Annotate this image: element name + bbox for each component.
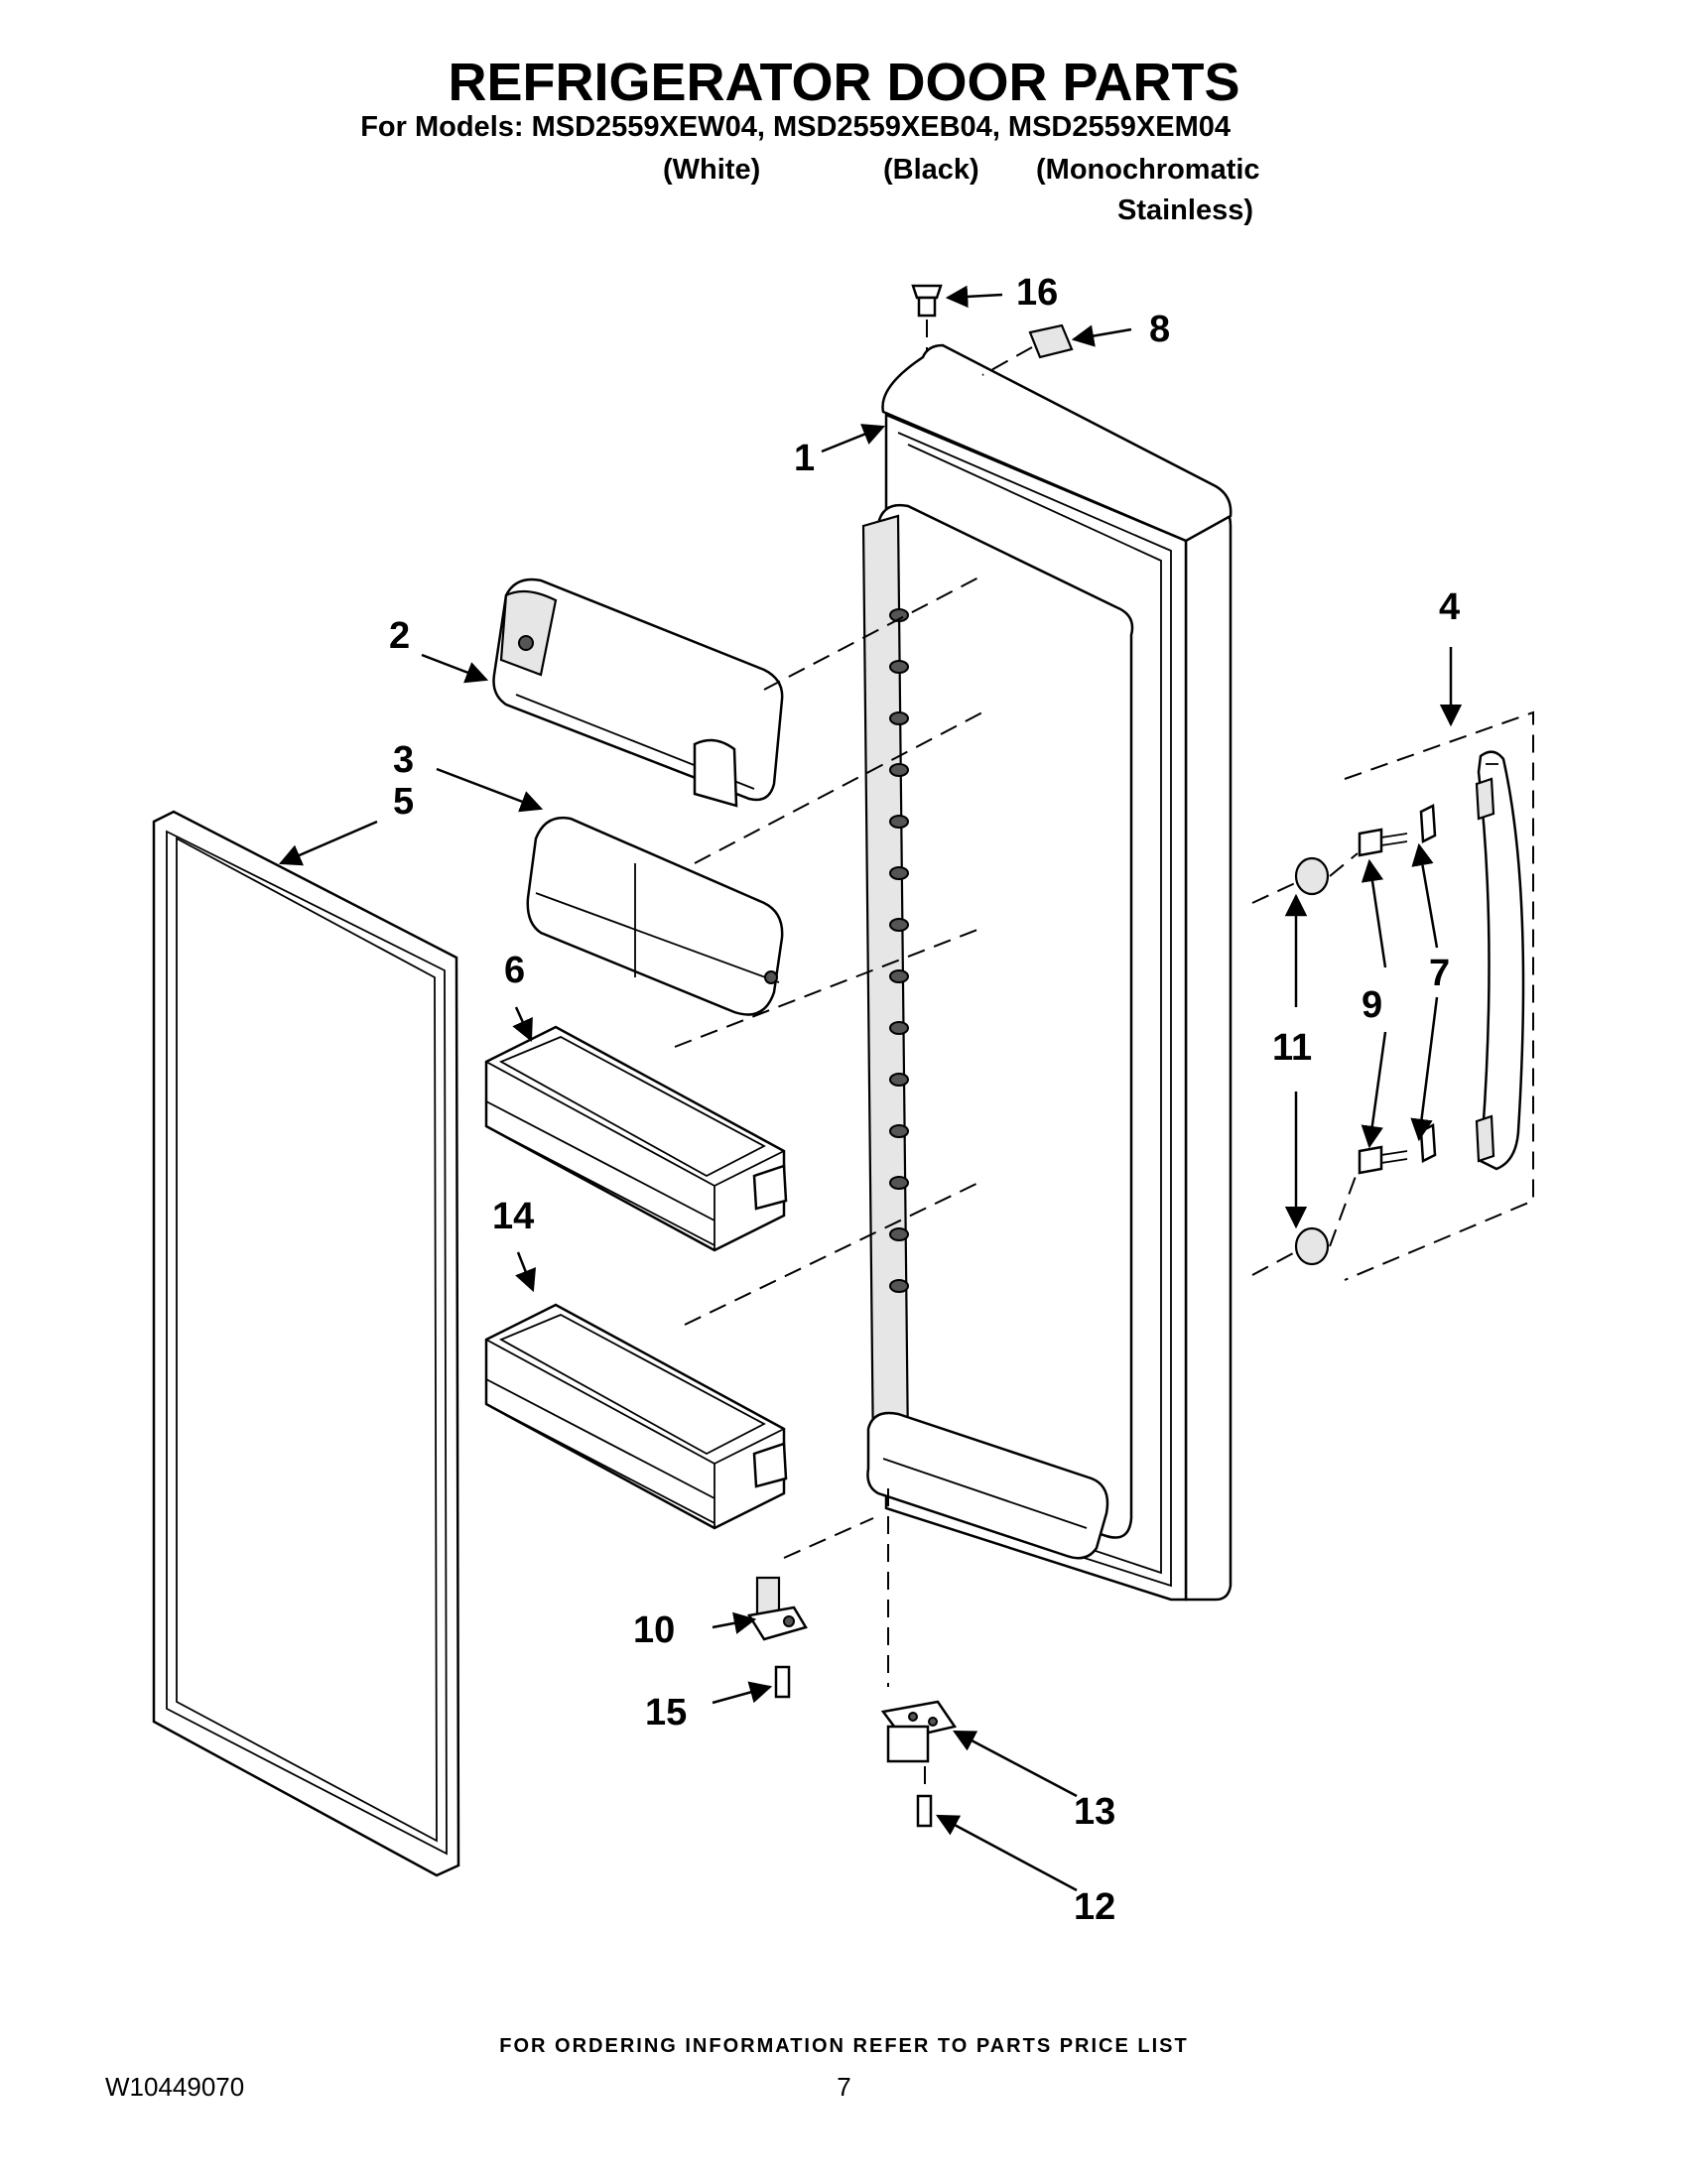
door-rail-bumps	[889, 608, 909, 1293]
callout-13: 13	[1074, 1791, 1115, 1833]
door-gasket	[152, 810, 460, 1877]
page-number: 7	[837, 2072, 851, 2102]
callout-14: 14	[492, 1196, 534, 1237]
dairy-door	[526, 816, 784, 1016]
callout-10: 10	[633, 1609, 675, 1651]
document-number: W10449070	[105, 2072, 245, 2102]
callout-4: 4	[1439, 586, 1460, 628]
door-bin-lower	[484, 1303, 788, 1530]
callout-11: 11	[1272, 1027, 1312, 1069]
door-bin-upper	[484, 1025, 788, 1252]
callout-15: 15	[645, 1692, 687, 1734]
callout-2: 2	[389, 615, 410, 657]
callout-8: 8	[1149, 309, 1170, 350]
top-hinge-plug	[911, 284, 943, 352]
color-mono-label-2: Stainless)	[1117, 194, 1253, 226]
color-mono-label: (Monochromatic	[1036, 154, 1260, 186]
hinge-cover	[981, 323, 1074, 376]
callout-9: 9	[1362, 984, 1382, 1026]
handle-assembly	[1344, 710, 1534, 1281]
color-white-label: (White)	[663, 154, 761, 186]
callout-16: 16	[1016, 272, 1058, 314]
callout-7: 7	[1429, 953, 1450, 994]
bottom-hinge	[746, 1488, 958, 1828]
door-assembly	[861, 343, 1233, 1602]
handle-mounting-posts	[1251, 852, 1359, 1276]
model-list: For Models: MSD2559XEW04, MSD2559XEB04, …	[360, 111, 1231, 143]
callout-12: 12	[1074, 1886, 1115, 1928]
color-black-label: (Black)	[883, 154, 979, 186]
ordering-note: FOR ORDERING INFORMATION REFER TO PARTS …	[499, 2035, 1189, 2057]
callout-arrows	[278, 285, 1463, 1892]
callout-5: 5	[393, 781, 414, 823]
page-title: REFRIGERATOR DOOR PARTS	[448, 53, 1240, 112]
callout-3: 3	[393, 739, 414, 781]
dairy-compartment	[492, 578, 784, 808]
alignment-lines	[674, 575, 983, 1326]
callout-6: 6	[504, 950, 525, 991]
callout-1: 1	[794, 438, 815, 479]
